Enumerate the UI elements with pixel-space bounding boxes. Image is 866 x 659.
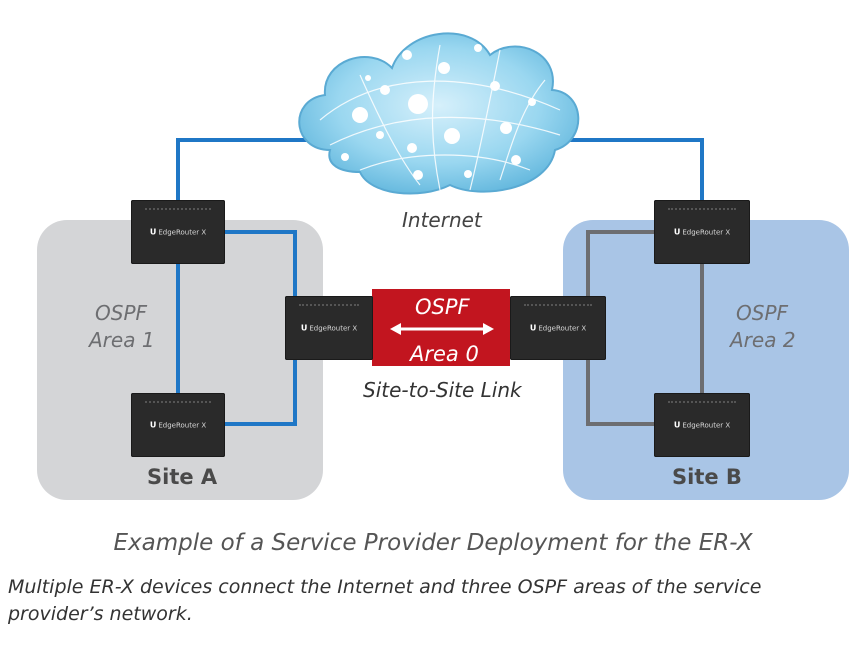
router-model-label: EdgeRouter X	[158, 228, 207, 237]
site-a-label: Site A	[147, 465, 218, 489]
site-b-area-line2: Area 2	[730, 328, 796, 352]
internet-cloud	[298, 32, 580, 195]
router-model-label: EdgeRouter X	[158, 421, 207, 430]
ubiquiti-logo-icon: U	[529, 323, 537, 333]
ubiquiti-logo-icon: U	[673, 227, 681, 237]
internet-label: Internet	[402, 208, 482, 232]
figure-caption: Example of a Service Provider Deployment…	[113, 530, 753, 556]
site-a-area-line1: OSPF	[95, 301, 148, 325]
site-b-link-bottom	[586, 360, 656, 426]
site-to-site-link-label: Site-to-Site Link	[363, 378, 522, 402]
ubiquiti-logo-icon: U	[149, 420, 157, 430]
bidirectional-arrow-icon	[390, 323, 494, 335]
router-model-label: EdgeRouter X	[309, 324, 358, 333]
site-b-label: Site B	[672, 465, 742, 489]
network-diagram	[37, 32, 849, 500]
router-model-label: EdgeRouter X	[538, 324, 587, 333]
ubiquiti-logo-icon: U	[300, 323, 308, 333]
internet-link-a	[176, 138, 340, 200]
site-a-link-top	[224, 230, 297, 300]
area-0-label-line1: OSPF	[415, 295, 470, 319]
site-b-zone	[563, 220, 849, 500]
site-b-link-top	[586, 230, 656, 300]
area-0-label-line2: Area 0	[410, 342, 479, 366]
internet-link-b	[540, 138, 704, 200]
site-a-link-bottom	[224, 360, 297, 426]
router-model-label: EdgeRouter X	[682, 228, 731, 237]
site-b-area-line1: OSPF	[736, 301, 789, 325]
site-a-area-line2: Area 1	[89, 328, 155, 352]
ubiquiti-logo-icon: U	[149, 227, 157, 237]
ubiquiti-logo-icon: U	[673, 420, 681, 430]
router-model-label: EdgeRouter X	[682, 421, 731, 430]
figure-description: Multiple ER-X devices connect the Intern…	[8, 576, 762, 625]
